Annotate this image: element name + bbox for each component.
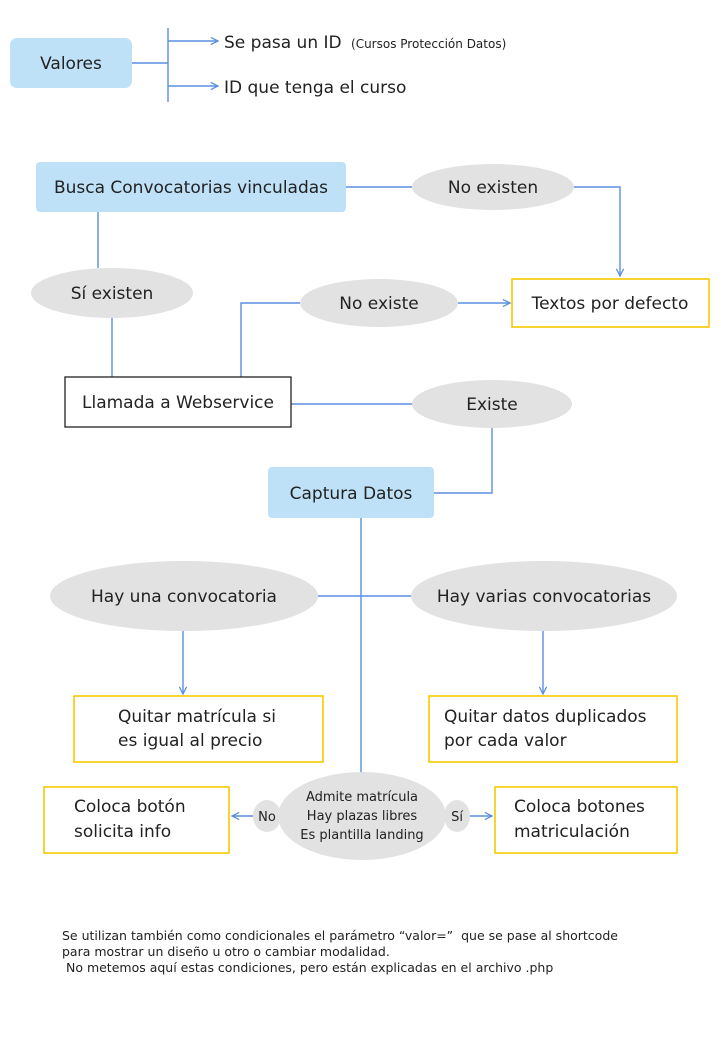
condiciones-ellipse [278,772,446,860]
existe-ellipse [412,380,572,428]
no-label: No [258,810,276,825]
coloca-matricula-line1: Coloca botones [514,797,645,817]
quitar-datos-box [428,695,678,763]
no-ellipse [253,800,281,832]
coloca-info-line1: Coloca botón [74,797,186,817]
llamada-webservice-label: Llamada a Webservice [82,393,274,413]
si-ellipse [444,800,470,832]
hay-varias-label: Hay varias convocatorias [437,587,651,607]
pasa-id-label: Se pasa un ID (Cursos Protección Datos) [224,33,506,53]
no-existe-ellipse [300,279,458,327]
textos-defecto-box [511,278,710,328]
no-existen-label: No existen [448,178,538,198]
valores-label: Valores [40,54,102,74]
quitar-matricula-box [73,695,324,763]
footnote: Se utilizan también como condicionales e… [62,928,712,976]
footnote-line1: Se utilizan también como condicionales e… [62,928,618,943]
arrow-noexisten-textos [574,186,620,276]
coloca-info-line2: solicita info [74,822,171,842]
busca-convocatorias-box [36,162,346,212]
footnote-line2: para mostrar un diseño u otro o cambiar … [62,944,390,959]
coloca-info-box [43,786,230,854]
connector-existe-captura [434,428,493,494]
no-existen-ellipse [412,164,574,210]
si-existen-label: Sí existen [71,284,154,304]
textos-defecto-label: Textos por defecto [531,294,689,314]
connector-llamada-noexiste [240,302,300,377]
quitar-datos-line1: Quitar datos duplicados [444,707,647,727]
llamada-webservice-box [64,376,292,428]
captura-datos-box [268,467,434,518]
condicion-admite: Admite matrícula [306,790,418,805]
pasa-id-main: Se pasa un ID [224,33,342,53]
condicion-landing: Es plantilla landing [300,828,423,843]
quitar-datos-line2: por cada valor [444,731,567,751]
condicion-plazas: Hay plazas libres [307,809,418,824]
busca-convocatorias-label: Busca Convocatorias vinculadas [54,178,328,198]
hay-una-label: Hay una convocatoria [91,587,277,607]
si-existen-ellipse [31,268,193,318]
no-existe-label: No existe [339,294,418,314]
pasa-id-sub: (Cursos Protección Datos) [351,37,506,51]
valores-box [10,38,132,88]
coloca-matricula-line2: matriculación [514,822,630,842]
id-curso-label: ID que tenga el curso [224,78,406,98]
captura-datos-label: Captura Datos [290,484,413,504]
existe-label: Existe [466,395,518,415]
quitar-matricula-line1: Quitar matrícula si [118,707,276,727]
footnote-line3: No metemos aquí estas condiciones, pero … [62,960,554,975]
coloca-matricula-box [494,786,678,854]
hay-una-ellipse [50,561,318,631]
hay-varias-ellipse [411,561,677,631]
quitar-matricula-line2: es igual al precio [118,731,262,751]
si-label: Sí [451,810,463,825]
